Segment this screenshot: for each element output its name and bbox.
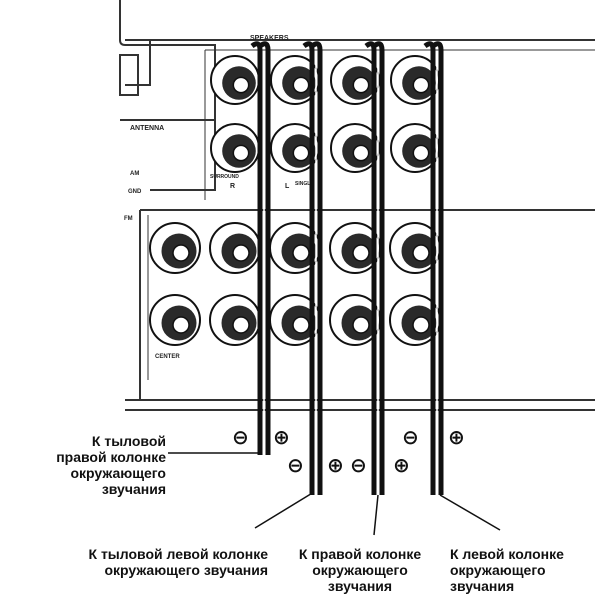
minus-icon: ⊖ <box>232 425 249 449</box>
binding-post <box>390 123 440 173</box>
binding-post <box>210 55 260 105</box>
speaker-wire-pair <box>302 41 323 495</box>
speaker-terminals <box>149 55 441 346</box>
fm-label: FM <box>124 216 133 222</box>
r-mark: R <box>230 183 235 190</box>
speakers-label: SPEAKERS <box>250 35 289 42</box>
caption-line: правой колонке <box>56 449 166 465</box>
caption-right-speaker: К правой колонке окружающего звучания <box>286 546 434 594</box>
binding-post <box>389 222 441 274</box>
binding-post <box>209 294 261 346</box>
caption-left-speaker: К левой колонке окружающего звучания <box>450 546 600 594</box>
caption-rear-left-speaker: К тыловой левой колонке окружающего звуч… <box>40 546 268 578</box>
plus-icon: ⊕ <box>327 453 344 477</box>
minus-icon: ⊖ <box>402 425 419 449</box>
panel-step <box>125 40 151 86</box>
plus-icon: ⊕ <box>393 453 410 477</box>
caption-line: звучания <box>101 481 166 497</box>
binding-post <box>329 294 381 346</box>
caption-line: К тыловой <box>91 433 166 449</box>
binding-post <box>390 55 440 105</box>
binding-post <box>210 123 260 173</box>
binding-post <box>149 222 201 274</box>
binding-post <box>149 294 201 346</box>
caption-line: К правой колонке <box>298 546 422 562</box>
plus-icon: ⊕ <box>273 425 290 449</box>
speaker-wires <box>250 41 444 495</box>
caption-line: окружающего <box>70 465 166 481</box>
caption-line: окружающего <box>312 562 408 578</box>
receiver-rear-panel <box>119 0 595 411</box>
binding-post <box>329 222 381 274</box>
am-label: AM <box>130 171 139 177</box>
binding-post <box>389 294 441 346</box>
caption-line: окружающего <box>450 562 546 578</box>
center-label: CENTER <box>155 354 180 360</box>
leader-rear-left <box>254 491 315 529</box>
antenna-connector-box <box>119 54 139 96</box>
leader-left <box>439 494 501 531</box>
panel-outline-upper <box>119 0 216 191</box>
binding-post <box>209 222 261 274</box>
minus-icon: ⊖ <box>350 453 367 477</box>
speaker-wire-pair <box>423 41 444 495</box>
binding-post <box>330 55 380 105</box>
leader-right <box>373 494 379 536</box>
l-mark: L <box>285 183 290 190</box>
caption-line: К тыловой левой колонке <box>88 546 268 562</box>
minus-icon: ⊖ <box>287 453 304 477</box>
gnd-label: GND <box>128 189 142 195</box>
speaker-wire-pair <box>250 41 271 455</box>
caption-leaders <box>168 452 501 536</box>
speaker-wire-pair <box>364 41 385 495</box>
binding-post <box>270 55 320 105</box>
caption-line: К левой колонке <box>450 546 564 562</box>
binding-post <box>270 123 320 173</box>
caption-line: звучания <box>450 578 515 594</box>
single-label: SINGLE <box>295 181 314 187</box>
caption-rear-right-speaker: К тыловой правой колонке окружающего зву… <box>40 433 166 497</box>
caption-line: звучания <box>327 578 393 594</box>
binding-post <box>330 123 380 173</box>
caption-line: окружающего звучания <box>104 562 268 578</box>
antenna-label: ANTENNA <box>130 125 164 132</box>
surround-label: SURROUND <box>210 174 239 180</box>
plus-icon: ⊕ <box>448 425 465 449</box>
binding-post <box>269 222 321 274</box>
polarity-markers: ⊖ ⊕ ⊖ ⊕ ⊖ ⊕ ⊖ ⊕ <box>232 425 465 477</box>
binding-post <box>269 294 321 346</box>
